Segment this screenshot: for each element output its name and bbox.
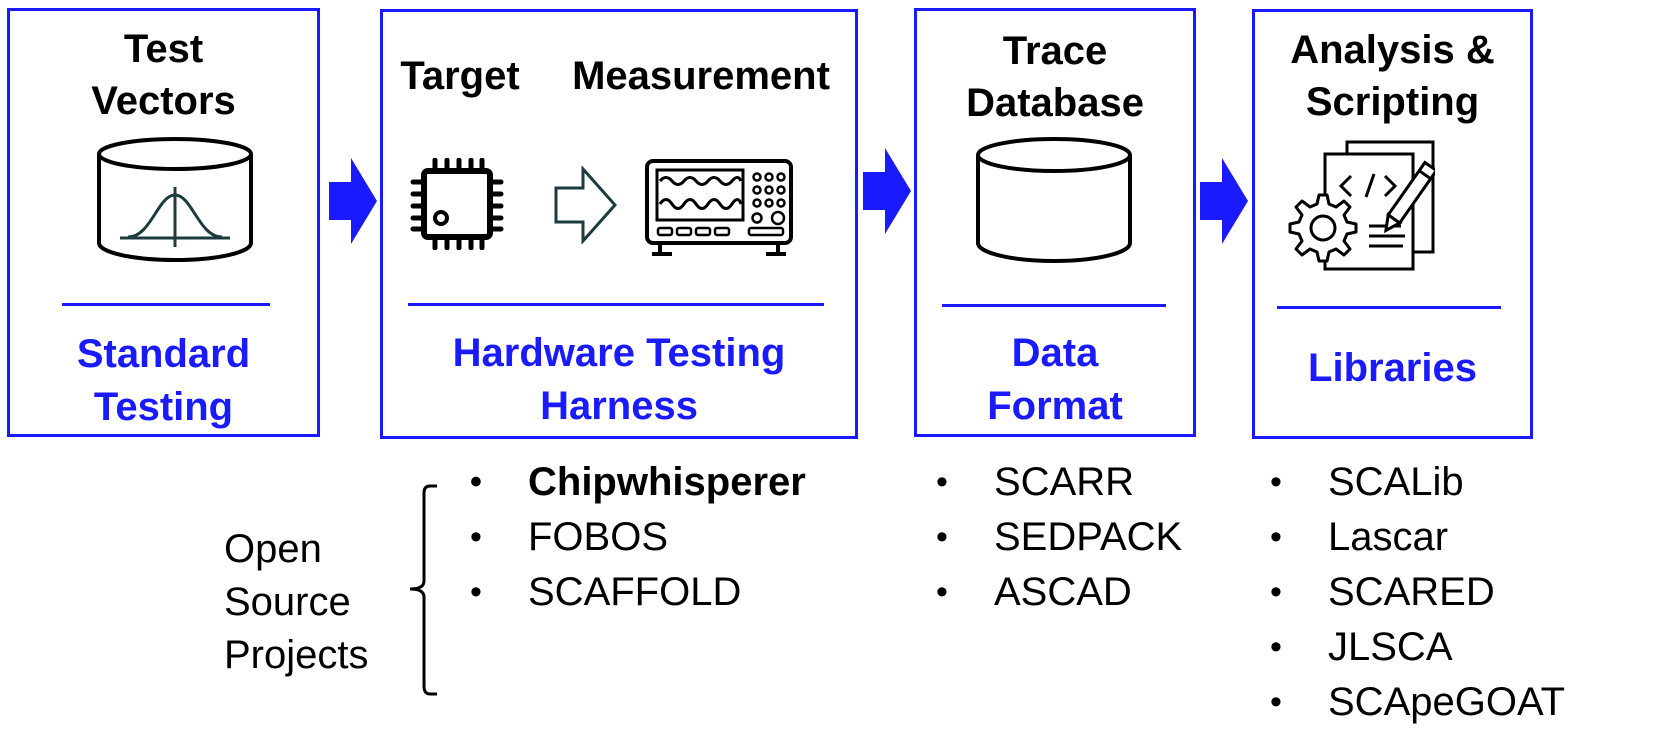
- list-item: SCARR: [936, 455, 1182, 510]
- stage-label-line1: Hardware Testing: [452, 331, 786, 375]
- stage-label: Libraries: [1308, 346, 1477, 390]
- flow-arrow-icon: [329, 158, 379, 244]
- stage-label-line2: Harness: [540, 384, 698, 428]
- measurement-title: Measurement: [572, 54, 830, 98]
- open-source-label-line2: Source: [224, 580, 351, 624]
- project-name: SEDPACK: [994, 515, 1183, 559]
- oscilloscope-icon: [644, 158, 794, 258]
- chip-icon: [410, 158, 504, 250]
- project-name: ASCAD: [994, 570, 1132, 614]
- stage-title-line2: Vectors: [91, 79, 236, 123]
- target-title: Target: [400, 54, 520, 98]
- stage-divider: [1277, 306, 1501, 309]
- project-name: JLSCA: [1328, 625, 1453, 669]
- stage-divider: [62, 303, 270, 306]
- stage-analysis-scripting: Analysis & Scripting: [1252, 9, 1533, 439]
- project-name: Lascar: [1328, 515, 1449, 559]
- list-item: SCAFFOLD: [470, 565, 806, 620]
- list-item: JLSCA: [1270, 620, 1565, 675]
- list-item: ASCAD: [936, 565, 1182, 620]
- project-name: SCApeGOAT: [1328, 680, 1566, 724]
- list-item: FOBOS: [470, 510, 806, 565]
- database-bell-curve-icon: [96, 137, 254, 263]
- database-icon: [975, 137, 1133, 265]
- library-projects-list: SCALib Lascar SCARED JLSCA SCApeGOAT: [1270, 455, 1565, 730]
- list-item: Lascar: [1270, 510, 1565, 565]
- list-item: SEDPACK: [936, 510, 1182, 565]
- stage-hardware-harness: Target Measurement: [380, 9, 858, 439]
- stage-label-line2: Format: [987, 384, 1123, 428]
- stage-divider: [942, 304, 1166, 307]
- project-name: FOBOS: [528, 515, 669, 559]
- stage-label-line1: Standard: [76, 332, 251, 376]
- stage-title-line2: Database: [966, 81, 1144, 125]
- curly-brace-icon: [402, 483, 442, 698]
- list-item: SCARED: [1270, 565, 1565, 620]
- list-item: SCApeGOAT: [1270, 675, 1565, 730]
- code-document-gear-icon: [1285, 136, 1435, 281]
- project-name: SCARR: [994, 460, 1135, 504]
- list-item: Chipwhisperer: [470, 455, 806, 510]
- project-name: SCAFFOLD: [528, 570, 742, 614]
- arrow-right-outline-icon: [553, 166, 619, 244]
- stage-test-vectors: Test Vectors Standard Testing: [7, 8, 320, 437]
- open-source-label-line1: Open: [224, 527, 322, 571]
- stage-trace-database: Trace Database Data Format: [914, 8, 1196, 437]
- project-name: SCALib: [1328, 460, 1464, 504]
- hardware-projects-list: Chipwhisperer FOBOS SCAFFOLD: [470, 455, 806, 620]
- project-name: Chipwhisperer: [528, 460, 806, 504]
- list-item: SCALib: [1270, 455, 1565, 510]
- flow-arrow-icon: [1200, 158, 1250, 244]
- stage-title-line1: Test: [123, 27, 204, 71]
- stage-title-line1: Trace: [1002, 29, 1108, 73]
- stage-divider: [408, 303, 824, 306]
- project-name: SCARED: [1328, 570, 1495, 614]
- stage-title-line1: Analysis &: [1290, 28, 1495, 72]
- open-source-label-line3: Projects: [224, 633, 369, 677]
- stage-label-line2: Testing: [93, 385, 234, 429]
- flow-arrow-icon: [863, 148, 913, 234]
- stage-title-line2: Scripting: [1305, 80, 1480, 124]
- stage-label-line1: Data: [1011, 331, 1099, 375]
- data-format-projects-list: SCARR SEDPACK ASCAD: [936, 455, 1182, 620]
